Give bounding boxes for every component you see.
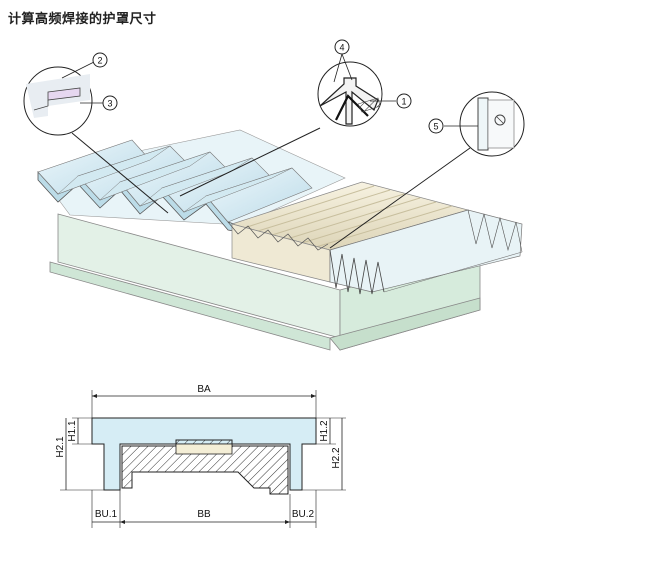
cross-section bbox=[91, 417, 317, 495]
dim-bb-label: BB bbox=[197, 509, 211, 520]
callout-3: 3 bbox=[102, 95, 118, 111]
svg-text:2: 2 bbox=[97, 56, 102, 66]
callout-2: 2 bbox=[92, 52, 108, 68]
bellows-cover bbox=[329, 209, 523, 295]
svg-text:5: 5 bbox=[433, 122, 438, 132]
callout-5: 5 bbox=[428, 118, 444, 134]
svg-text:3: 3 bbox=[107, 99, 112, 109]
dim-h11-label: H1.1 bbox=[67, 420, 78, 442]
dim-h21-label: H2.1 bbox=[55, 436, 66, 458]
dim-ba-label: BA bbox=[197, 384, 211, 395]
dim-h12-label: H1.2 bbox=[319, 420, 330, 442]
telescopic-cover-blue bbox=[37, 129, 346, 233]
machine-base bbox=[49, 213, 481, 351]
detail-circle-2-3 bbox=[23, 61, 169, 214]
detail-circle-5 bbox=[329, 91, 525, 249]
page-title: 计算高频焊接的护罩尺寸 bbox=[8, 12, 157, 27]
detail-circle-4-1 bbox=[179, 53, 396, 197]
dim-bu2-label: BU.2 bbox=[292, 509, 315, 520]
callout-1: 1 bbox=[396, 93, 412, 109]
svg-text:1: 1 bbox=[401, 97, 406, 107]
dim-h22-label: H2.2 bbox=[331, 447, 342, 469]
dimension-lines bbox=[60, 390, 346, 528]
svg-text:4: 4 bbox=[339, 43, 344, 53]
dimension-labels: BA BB BU.1 BU.2 H1.1 H2.1 H1.2 H2.2 bbox=[55, 384, 342, 520]
callout-4: 4 bbox=[334, 39, 350, 55]
dim-bu1-label: BU.1 bbox=[95, 509, 118, 520]
